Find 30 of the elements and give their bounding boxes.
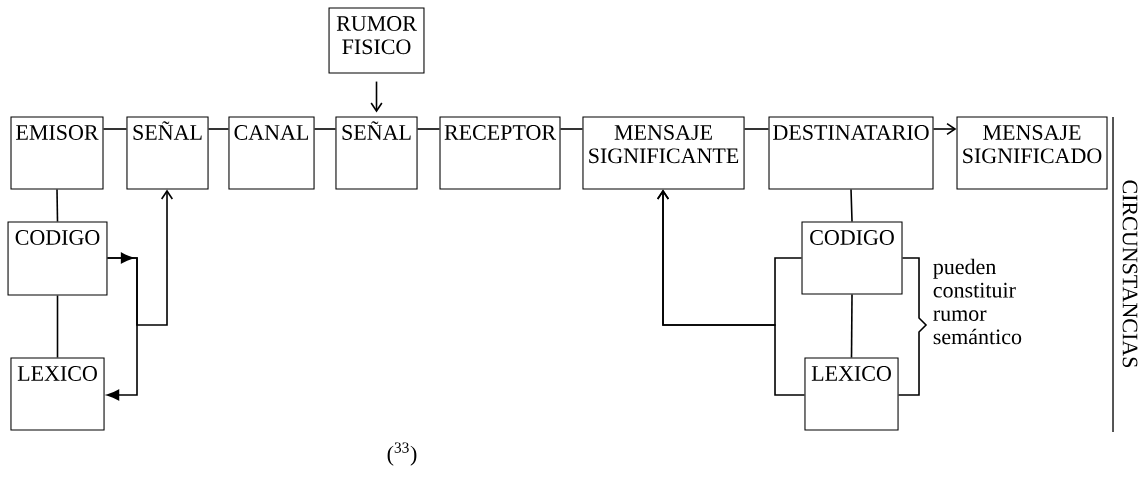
connector-line — [102, 128, 128, 130]
side-label: CIRCUNSTANCIAS — [1122, 180, 1138, 368]
connector-line — [56, 294, 59, 359]
process-box: CANAL — [228, 116, 315, 190]
process-box: SEÑAL — [126, 116, 209, 190]
process-box: EMISOR — [10, 116, 104, 190]
connector-line — [416, 128, 441, 130]
process-box: LEXICO — [804, 357, 899, 431]
footnote-mark: ($^{33}$) — [387, 442, 417, 466]
arrow — [656, 189, 806, 396]
process-box: MENSAJE SIGNIFICADO — [956, 116, 1108, 190]
process-box: DESTINATARIO — [768, 116, 934, 190]
connector-line — [56, 188, 59, 223]
process-box: LEXICO — [10, 357, 105, 431]
annotation-text: pueden constituir rumor semántico — [933, 258, 1022, 345]
connector-line — [313, 128, 337, 130]
process-box: RECEPTOR — [439, 116, 561, 190]
connector-line — [743, 128, 770, 130]
connector-line — [850, 188, 853, 223]
connector-line — [559, 128, 584, 130]
process-box: RUMOR FISICO — [328, 7, 425, 74]
process-box: MENSAJE SIGNIFICANTE — [582, 116, 745, 190]
connector-line — [207, 128, 230, 130]
arrow — [370, 80, 383, 113]
process-box: CODIGO — [7, 221, 108, 296]
connector-line — [850, 293, 853, 359]
process-box: CODIGO — [801, 221, 903, 295]
process-box: SEÑAL — [335, 116, 418, 190]
arrow — [106, 257, 138, 401]
arrow — [932, 122, 957, 136]
